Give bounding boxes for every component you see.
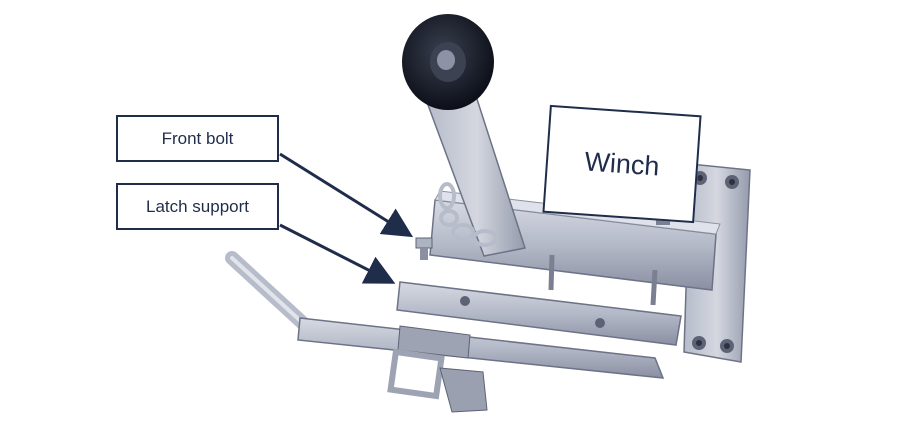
- latch-handle: [225, 251, 665, 413]
- latch-support-arrow: [279, 223, 396, 284]
- latch-support-bar: [396, 281, 682, 346]
- winch-label: Winch: [542, 104, 702, 224]
- latch-support-label-text: Latch support: [145, 196, 249, 216]
- pointer-arrows: [279, 152, 414, 284]
- winch-label-text: Winch: [583, 145, 661, 182]
- latch-support-label: Latch support: [116, 183, 279, 230]
- front-bolt-arrow: [279, 152, 414, 238]
- front-bolt-label-text: Front bolt: [161, 128, 234, 148]
- front-bolt-label: Front bolt: [116, 115, 279, 162]
- safety-chain: [438, 182, 498, 247]
- front-bolt: [415, 237, 433, 260]
- roller-wheel: [402, 14, 494, 110]
